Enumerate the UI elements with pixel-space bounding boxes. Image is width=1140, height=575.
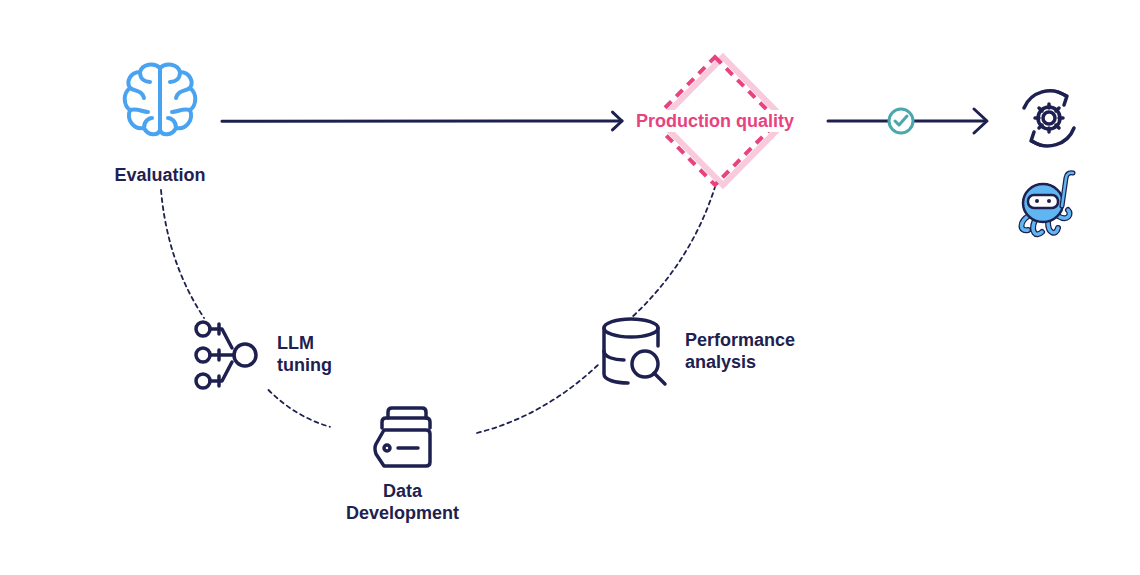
decision-diamond: Production quality xyxy=(622,55,808,187)
flow-arrow xyxy=(222,112,622,130)
dashed-cycle-link xyxy=(633,187,715,316)
dashed-cycle-link xyxy=(477,365,598,433)
check-badge xyxy=(889,109,913,133)
analysis-node: Performance analysis xyxy=(598,316,818,386)
node-label: Production quality xyxy=(633,110,797,132)
tuning-icon xyxy=(188,318,268,390)
node-label: Performance analysis xyxy=(685,329,815,373)
dashed-cycle-link xyxy=(161,190,204,318)
node-label: Data Development xyxy=(330,480,475,524)
tuning-node: LLM tuning xyxy=(188,318,349,390)
output-arrow xyxy=(828,109,987,133)
data-tag-icon xyxy=(370,404,440,474)
database-search-icon xyxy=(598,316,672,388)
node-label: LLM tuning xyxy=(277,332,347,376)
octopus-mascot xyxy=(1022,173,1074,234)
evaluation-node: Evaluation xyxy=(100,58,222,190)
gear-cycle-icon xyxy=(1024,91,1074,146)
brain-icon xyxy=(120,60,200,140)
dashed-cycle-link xyxy=(269,390,331,427)
data-node: Data Development xyxy=(330,402,477,526)
node-label: Evaluation xyxy=(100,164,220,186)
